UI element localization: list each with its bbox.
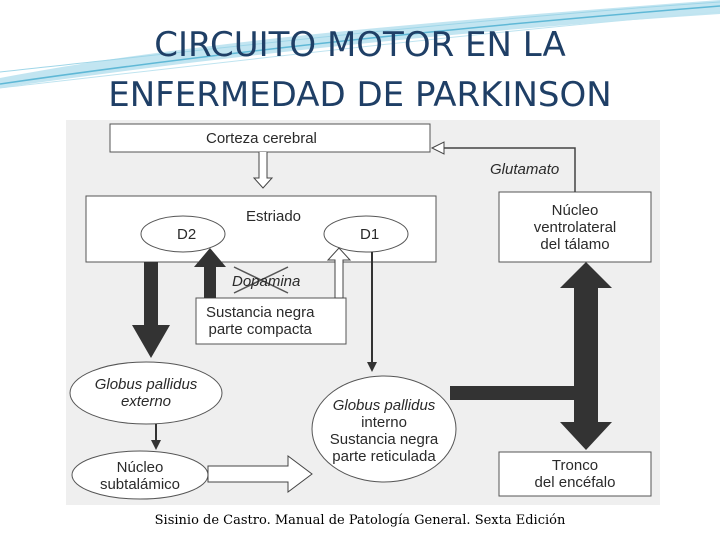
corteza-box [109, 123, 431, 153]
d2-label: D2 [177, 226, 197, 243]
corteza-label: Corteza cerebral [206, 130, 317, 147]
sustancia-compacta-label: Sustancia negra parte compacta [206, 304, 314, 338]
source-caption: Sisinio de Castro. Manual de Patología G… [154, 513, 566, 528]
glutamato-label: Glutamato [490, 161, 560, 178]
tronco-box [498, 451, 652, 497]
subtalamico-line-2: subtalámico [99, 476, 181, 493]
dopamina-cross-b [233, 266, 289, 294]
dopamina-label: Dopamina [232, 273, 301, 290]
nucleo-talamo-line-1: Núcleo [551, 202, 599, 219]
nucleo-talamo-line-2: ventrolateral [533, 219, 617, 236]
d2-ellipse [140, 215, 226, 253]
talamo-tronco-double-arrow [560, 262, 612, 450]
diagram-shapes [69, 123, 652, 500]
globus-interno-to-talamo-bar [450, 386, 586, 400]
globus-interno-line-3: Sustancia negra [329, 431, 439, 448]
sustancia-compacta-box [195, 297, 347, 345]
page-title: CIRCUITO MOTOR EN LA ENFERMEDAD DE PARKI… [40, 20, 680, 120]
nucleo-talamo-label: Núcleo ventrolateral del tálamo [512, 202, 638, 253]
glutamato-arrowhead [430, 141, 445, 155]
estriado-label: Estriado [246, 208, 302, 225]
sustancia-compacta-line-2: parte compacta [208, 321, 312, 338]
tronco-line-2: del encéfalo [534, 474, 616, 491]
globus-externo-label: Globus pallidus externo [88, 376, 204, 410]
compacta-to-d2-arrow [194, 248, 226, 298]
globus-externo-line-2: externo [120, 393, 172, 410]
nucleo-talamo-box [498, 191, 652, 263]
d1-ellipse [323, 215, 409, 253]
globus-interno-line-1: Globus pallidus [332, 397, 436, 414]
title-line-2: ENFERMEDAD DE PARKINSON [108, 75, 612, 115]
globus-interno-label: Globus pallidus interno Sustancia negra … [318, 397, 450, 465]
corteza-to-estriado-arrow [252, 152, 274, 189]
globus-interno-line-2: interno [361, 414, 407, 431]
globus-interno-line-4: parte reticulada [332, 448, 436, 465]
subtalamico-line-1: Núcleo [116, 459, 164, 476]
nucleo-talamo-line-3: del tálamo [540, 236, 610, 253]
motor-circuit-diagram: Corteza cerebral Glutamato Estriado D2 D… [66, 120, 660, 505]
tronco-line-1: Tronco [551, 457, 599, 474]
sustancia-compacta-line-1: Sustancia negra [206, 304, 315, 321]
subtalamico-label: Núcleo subtalámico [92, 459, 188, 493]
header-swoosh-decoration [0, 0, 720, 89]
d1-label: D1 [360, 226, 380, 243]
globus-externo-line-1: Globus pallidus [94, 376, 198, 393]
globus-interno-ellipse [311, 375, 457, 483]
subtalamico-to-globus-interno-arrow [207, 455, 313, 493]
globus-externo-ellipse [69, 361, 223, 425]
title-line-1: CIRCUITO MOTOR EN LA [154, 25, 566, 65]
d2-to-globus-externo-arrow [132, 262, 170, 358]
dopamina-to-d1-arrow [326, 247, 352, 299]
glutamato-line [438, 147, 576, 192]
tronco-label: Tronco del encéfalo [512, 457, 638, 491]
